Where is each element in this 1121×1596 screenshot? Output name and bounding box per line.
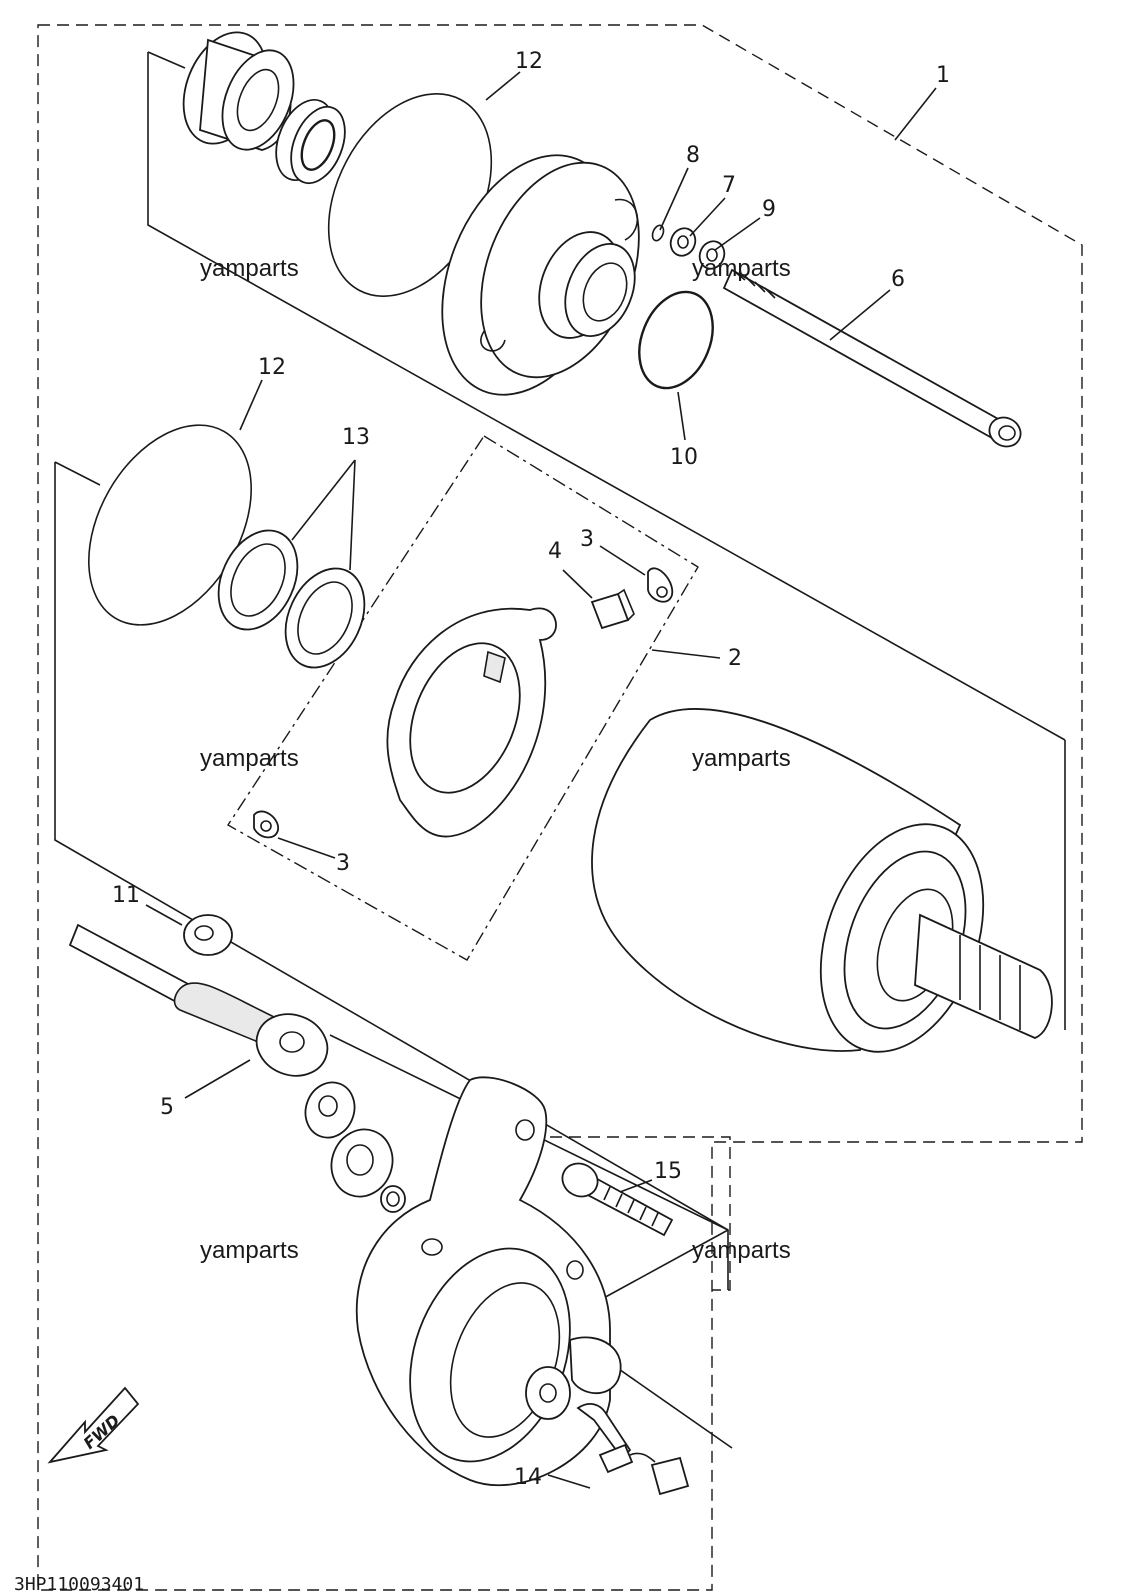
callout-10: 10	[670, 445, 698, 470]
callout-13: 13	[342, 425, 370, 450]
part-8-o-ring	[651, 224, 665, 242]
callout-12-middle: 12	[258, 355, 286, 380]
bolt-15	[561, 1162, 674, 1237]
callout-9: 9	[762, 197, 776, 222]
watermark: yamparts	[692, 255, 791, 282]
watermarks: yamparts yamparts yamparts yamparts yamp…	[200, 255, 791, 1264]
brush-holder-plate	[386, 607, 557, 838]
yoke-housing	[591, 708, 1053, 1053]
o-ring-10	[638, 290, 714, 390]
callout-1: 1	[936, 63, 950, 88]
watermark: yamparts	[200, 745, 299, 772]
insulator-washers	[304, 1081, 406, 1213]
callout-4: 4	[548, 539, 562, 564]
callout-12-top: 12	[515, 49, 543, 74]
diagram-code: 3HP110093401	[14, 1574, 144, 1595]
leader-lines	[145, 71, 937, 1489]
callout-15: 15	[654, 1159, 682, 1184]
callout-labels: 1 12 8 7 9 6 10 12 13 4 3 2 3 11 5 15 14	[112, 49, 950, 1490]
watermark: yamparts	[692, 745, 791, 772]
rear-cover	[355, 1076, 622, 1487]
assembly-boundary-part-1	[37, 24, 1083, 1591]
callout-5: 5	[160, 1095, 174, 1120]
callout-6: 6	[891, 267, 905, 292]
forward-direction-arrow: FWD	[47, 1386, 140, 1464]
brush-lead-14	[576, 1403, 690, 1496]
part-7-washer	[669, 227, 697, 257]
callout-3-top: 3	[580, 527, 594, 552]
washer-11	[183, 914, 233, 956]
callout-8: 8	[686, 143, 700, 168]
callout-2: 2	[728, 646, 742, 671]
rear-cover-boundary	[550, 1136, 731, 1291]
washers-13	[217, 529, 366, 669]
through-bolt-6	[722, 268, 1022, 448]
callout-7: 7	[722, 173, 736, 198]
front-cover	[441, 154, 640, 396]
watermark: yamparts	[200, 255, 299, 282]
bearing-top	[182, 31, 295, 151]
brush-part-4	[590, 588, 635, 630]
callout-3-bottom: 3	[336, 851, 350, 876]
terminal-lead-5	[68, 923, 329, 1077]
brush-set-boundary-part-2	[227, 435, 699, 961]
oil-seal	[275, 98, 346, 185]
brush-spring-3-bottom	[253, 810, 279, 839]
watermark: yamparts	[200, 1237, 299, 1264]
watermark: yamparts	[692, 1237, 791, 1264]
brush-spring-3-top	[647, 567, 674, 603]
callout-14: 14	[514, 1465, 542, 1490]
callout-11: 11	[112, 883, 140, 908]
